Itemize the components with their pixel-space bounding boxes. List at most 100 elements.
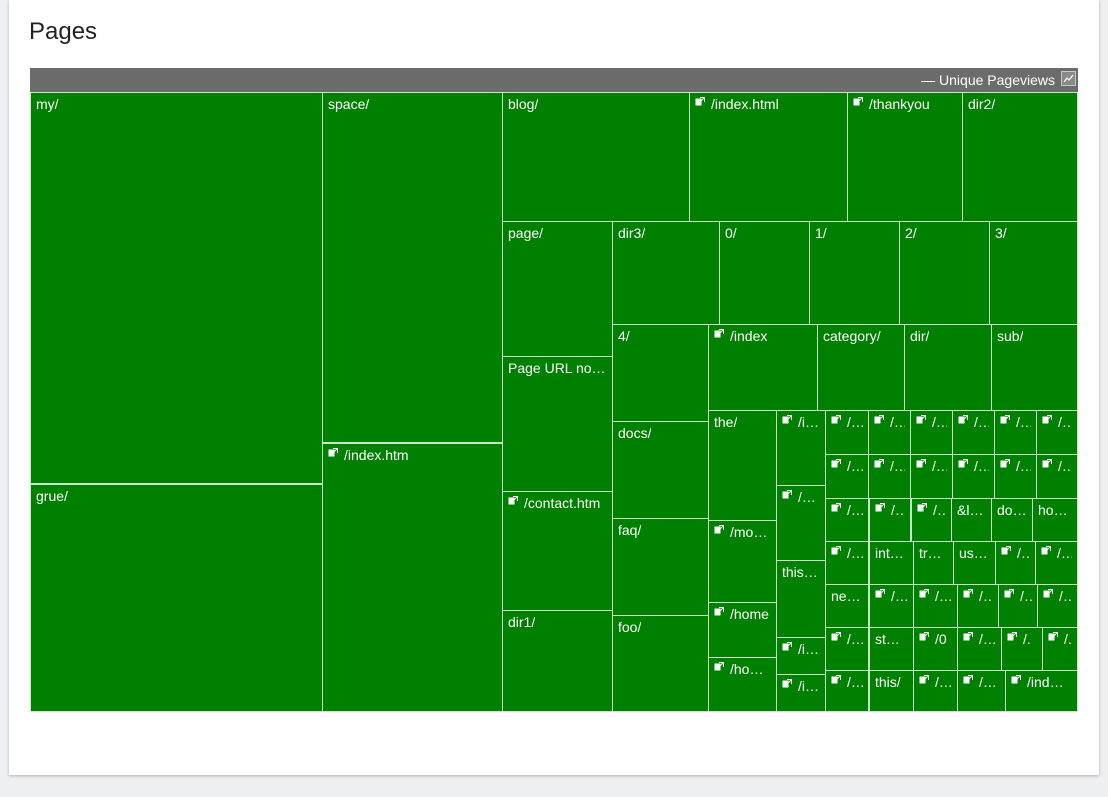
treemap-tile-page[interactable]: /… — [952, 454, 995, 499]
treemap-tile-page[interactable]: /mo… — [708, 520, 777, 603]
treemap-tile-page[interactable]: /… — [994, 410, 1037, 455]
treemap-tile-page[interactable]: /i… — [776, 637, 826, 675]
treemap-tile-page[interactable]: /… — [868, 410, 911, 455]
treemap-tile-folder[interactable]: page/ — [502, 221, 613, 357]
treemap-tile-page[interactable]: /0 — [913, 627, 958, 671]
treemap-tile-page[interactable]: /… — [995, 541, 1036, 585]
tile-content: /… — [953, 411, 994, 430]
tile-content: /contact.htm — [503, 492, 612, 511]
treemap-tile-page[interactable]: /… — [913, 584, 958, 628]
treemap-tile-page[interactable]: /home — [708, 602, 777, 658]
treemap-tile-page[interactable]: /… — [998, 584, 1038, 628]
treemap-tile-page[interactable]: /… — [869, 498, 911, 542]
page-link-icon — [1011, 675, 1021, 684]
treemap-tile-folder[interactable]: category/ — [817, 324, 905, 411]
tile-content: /. — [1043, 628, 1077, 647]
treemap-tile-page[interactable]: /i… — [776, 674, 826, 712]
treemap-tile-folder[interactable]: dir/ — [904, 324, 992, 411]
treemap-tile-folder[interactable]: ho… — [1032, 498, 1078, 542]
treemap-tile-page[interactable]: /… — [825, 670, 869, 712]
treemap-tile-page[interactable]: /… — [952, 410, 995, 455]
treemap-tile-folder[interactable]: 2/ — [899, 221, 990, 325]
treemap-tile-page[interactable]: /… — [869, 584, 914, 628]
treemap-tile-page[interactable]: /… — [825, 498, 869, 542]
treemap-tile-page[interactable]: /… — [910, 454, 953, 499]
treemap-tile-page[interactable]: /… — [825, 454, 869, 499]
treemap-tile-page[interactable]: /index.htm — [322, 443, 503, 712]
treemap-tile-folder[interactable]: dir1/ — [502, 610, 613, 712]
tile-content: /… — [777, 486, 825, 505]
page-link-icon — [714, 662, 724, 671]
tile-label: /… — [932, 458, 947, 474]
treemap-tile-page[interactable]: /… — [1035, 541, 1078, 585]
treemap-tile-folder[interactable]: dir2/ — [962, 92, 1078, 222]
treemap-tile-folder[interactable]: this… — [776, 560, 826, 638]
treemap-tile-page[interactable]: /… — [868, 454, 911, 499]
treemap-tile-page[interactable]: /… — [1037, 584, 1078, 628]
tile-label: the/ — [714, 414, 738, 430]
tile-label: faq/ — [618, 522, 642, 538]
legend-bar: — Unique Pageviews — [30, 68, 1078, 92]
treemap-tile-page[interactable]: /. — [1001, 627, 1043, 671]
treemap-tile-page[interactable]: /… — [957, 584, 999, 628]
treemap-tile-folder[interactable]: Page URL no… — [502, 356, 613, 492]
treemap-tile-page[interactable]: /thankyou — [847, 92, 963, 222]
treemap-tile-folder[interactable]: 0/ — [719, 221, 810, 325]
treemap-tile-folder[interactable]: this/ — [869, 670, 914, 712]
treemap-tile-folder[interactable]: docs/ — [612, 421, 709, 519]
tile-content: /… — [914, 671, 957, 690]
treemap-tile-folder[interactable]: the/ — [708, 410, 777, 521]
tile-content: my/ — [31, 93, 322, 112]
treemap-tile-folder[interactable]: 1/ — [809, 221, 900, 325]
treemap-tile-folder[interactable]: ne… — [825, 584, 869, 628]
treemap-tile-page[interactable]: /… — [910, 410, 953, 455]
tile-content: 3/ — [990, 222, 1077, 241]
tile-content: /i… — [777, 411, 825, 430]
treemap-tile-page[interactable]: /… — [825, 627, 869, 671]
tile-label: /… — [1058, 414, 1072, 430]
treemap-tile-folder[interactable]: int… — [869, 541, 914, 585]
treemap-tile-page[interactable]: /… — [957, 627, 1002, 671]
treemap-tile-page[interactable]: /index.html — [689, 92, 848, 222]
treemap-tile-page[interactable]: /index — [708, 324, 818, 411]
treemap-tile-page[interactable]: /… — [825, 541, 869, 585]
treemap-tile-folder[interactable]: 3/ — [989, 221, 1078, 325]
treemap-tile-folder[interactable]: dir3/ — [612, 221, 720, 325]
treemap-tile-page[interactable]: /… — [1036, 410, 1078, 455]
treemap-tile-folder[interactable]: blog/ — [502, 92, 690, 222]
treemap-tile-folder[interactable]: do… — [991, 498, 1033, 542]
treemap-tile-page[interactable]: /contact.htm — [502, 491, 613, 611]
treemap-tile-page[interactable]: /… — [776, 485, 826, 561]
chart-image-icon[interactable] — [1061, 71, 1076, 86]
treemap-tile-page[interactable]: /ind… — [1005, 670, 1078, 712]
tile-label: /… — [1020, 588, 1032, 604]
treemap-tile-page[interactable]: /… — [913, 670, 958, 712]
treemap-tile-folder[interactable]: st… — [869, 627, 914, 671]
treemap-tile-page[interactable]: /i… — [776, 410, 826, 486]
treemap-tile-folder[interactable]: &l… — [951, 498, 992, 542]
treemap-tile-page[interactable]: /… — [994, 454, 1037, 499]
tile-label: /… — [1057, 545, 1072, 561]
treemap-tile-folder[interactable]: faq/ — [612, 518, 709, 616]
tile-content: Page URL no… — [503, 357, 612, 376]
treemap-tile-folder[interactable]: foo/ — [612, 615, 709, 712]
treemap-tile-folder[interactable]: grue/ — [30, 484, 323, 712]
treemap-tile-page[interactable]: /. — [1042, 627, 1078, 671]
treemap-tile-folder[interactable]: tr… — [913, 541, 954, 585]
treemap-tile-page[interactable]: /ho… — [708, 657, 777, 712]
treemap-tile-page[interactable]: /… — [911, 498, 952, 542]
treemap-tile-folder[interactable]: 4/ — [612, 324, 709, 422]
treemap-tile-page[interactable]: /… — [825, 410, 869, 455]
treemap-tile-page[interactable]: /… — [1036, 454, 1078, 499]
treemap-tile-folder[interactable]: sub/ — [991, 324, 1078, 411]
treemap-tile-folder[interactable]: my/ — [30, 92, 323, 484]
treemap-tile-folder[interactable]: space/ — [322, 92, 503, 443]
tile-content: /. — [1002, 628, 1042, 647]
tile-content: &l… — [952, 499, 991, 518]
treemap-tile-folder[interactable]: us… — [953, 541, 996, 585]
page-link-icon — [958, 415, 968, 424]
treemap-tile-page[interactable]: /… — [957, 670, 1006, 712]
legend-series-label[interactable]: — Unique Pageviews — [921, 72, 1055, 88]
tile-content: /… — [870, 499, 910, 518]
page-link-icon — [1041, 546, 1051, 555]
